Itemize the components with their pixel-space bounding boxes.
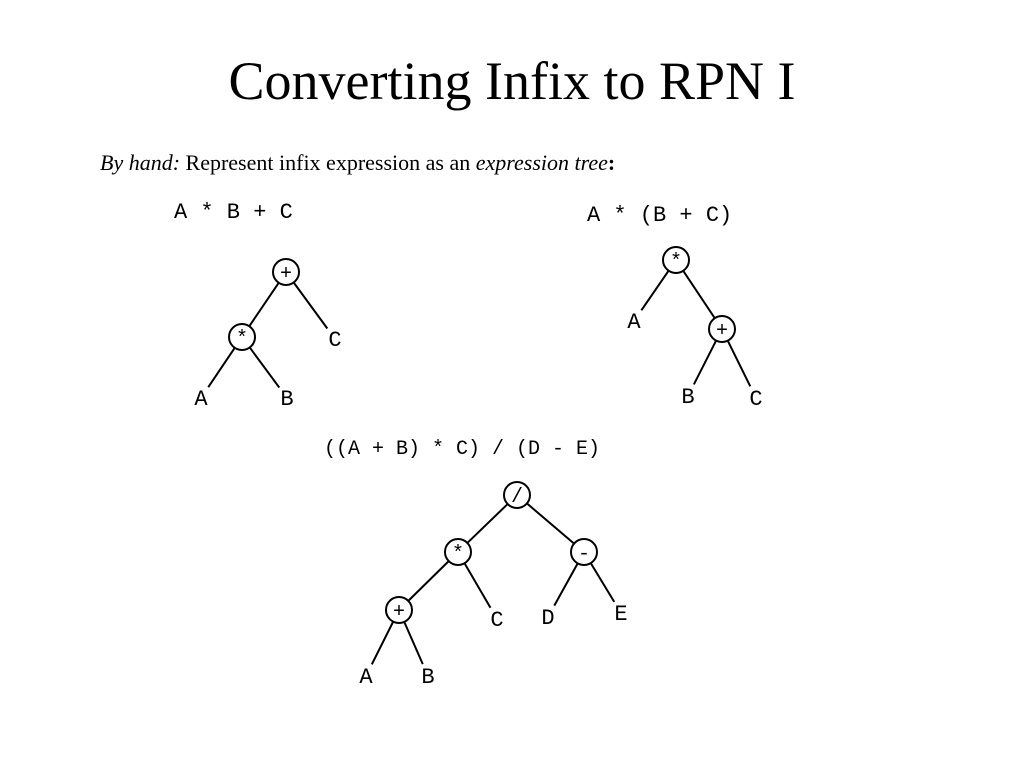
- operand-label: C: [490, 608, 503, 633]
- tree3-node-div: /: [503, 481, 531, 509]
- tree1-node-b: B: [280, 387, 293, 412]
- operand-label: E: [614, 602, 627, 627]
- operator-label: +: [280, 263, 292, 286]
- operator-label: *: [236, 328, 248, 351]
- tree3-node-minus: -: [570, 538, 598, 566]
- operator-node-circle: [503, 481, 531, 509]
- operator-label: *: [670, 251, 682, 274]
- subtitle: By hand: Represent infix expression as a…: [100, 150, 615, 176]
- tree3-node-d: D: [541, 606, 554, 631]
- tree3-edge-times-to-c: [463, 562, 492, 609]
- tree1-edge-times-to-b: [248, 346, 281, 389]
- tree2-node-times: *: [662, 246, 690, 274]
- tree2-edge-plus-to-b: [692, 340, 718, 385]
- operand-label: A: [194, 387, 208, 412]
- tree1-edge-plus-to-times: [248, 282, 280, 327]
- tree1-node-times: *: [228, 323, 256, 351]
- tree1-node-a: A: [194, 387, 208, 412]
- tree3-node-a: A: [359, 665, 373, 690]
- operator-label: /: [511, 486, 523, 509]
- operand-label: C: [328, 328, 341, 353]
- tree2-edge-times-to-plus: [682, 270, 716, 319]
- operand-label: A: [627, 310, 641, 335]
- subtitle-colon: :: [607, 150, 616, 175]
- tree1-edge-times-to-a: [207, 347, 236, 388]
- tree1-node-c: C: [328, 328, 341, 353]
- subtitle-by-hand: By hand:: [100, 150, 181, 175]
- operator-label: *: [452, 543, 464, 566]
- subtitle-text: Represent infix expression as an: [180, 150, 476, 175]
- tree2-node-plus: +: [708, 315, 736, 343]
- operator-node-circle: [228, 323, 256, 351]
- tree1-edge-plus-to-c: [292, 281, 329, 330]
- tree1-node-plus: +: [272, 258, 300, 286]
- tree3-edge-times-to-plus: [407, 560, 450, 602]
- operand-label: C: [749, 387, 762, 412]
- tree3-edge-plus-to-a: [370, 621, 395, 665]
- tree2-edge-plus-to-c: [726, 340, 752, 387]
- operator-node-circle: [385, 596, 413, 624]
- operator-node-circle: [662, 246, 690, 274]
- tree3-node-plus: +: [385, 596, 413, 624]
- tree2-node-c: C: [749, 387, 762, 412]
- tree2-node-a: A: [627, 310, 641, 335]
- operand-label: D: [541, 606, 554, 631]
- slide-title: Converting Infix to RPN I: [228, 51, 796, 111]
- operand-label: A: [359, 665, 373, 690]
- subtitle-expression-tree: expression tree: [475, 150, 608, 175]
- operator-node-circle: [708, 315, 736, 343]
- operator-node-circle: [272, 258, 300, 286]
- tree3-edge-plus-to-b: [403, 621, 424, 665]
- operand-label: B: [280, 387, 293, 412]
- operand-label: B: [681, 385, 694, 410]
- operator-label: -: [578, 543, 590, 566]
- operator-label: +: [716, 320, 728, 343]
- tree3-edge-minus-to-e: [589, 562, 616, 603]
- expression-3: ((A + B) * C) / (D - E): [324, 438, 601, 461]
- tree2-edge-times-to-a: [640, 270, 670, 311]
- tree2-node-b: B: [681, 385, 694, 410]
- tree3-edge-div-to-times: [466, 503, 509, 544]
- expression-2: A * (B + C): [587, 203, 733, 228]
- tree3-node-e: E: [614, 602, 627, 627]
- tree3-edge-minus-to-d: [553, 562, 579, 607]
- operator-node-circle: [570, 538, 598, 566]
- tree3-node-times: *: [444, 538, 472, 566]
- tree3-edge-div-to-minus: [526, 502, 575, 545]
- tree3-node-c: C: [490, 608, 503, 633]
- operator-label: +: [393, 601, 405, 624]
- expression-1: A * B + C: [174, 200, 293, 225]
- operand-label: B: [421, 665, 434, 690]
- tree3-node-b: B: [421, 665, 434, 690]
- operator-node-circle: [444, 538, 472, 566]
